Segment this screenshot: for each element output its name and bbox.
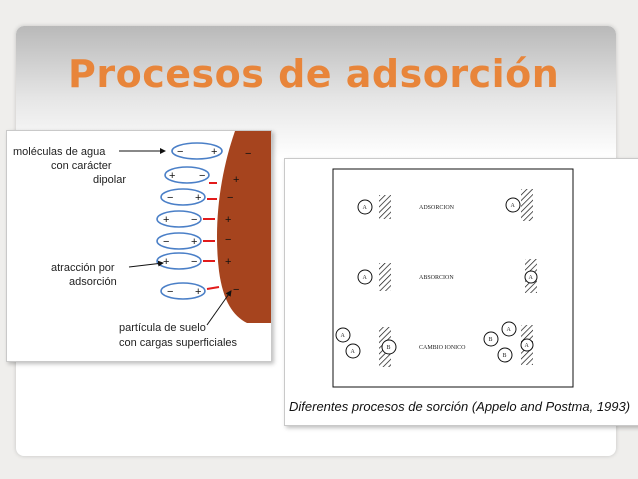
- row-label: ADSORCION: [419, 205, 455, 211]
- diagram-frame: [332, 168, 574, 388]
- particle-label: partícula de suelo: [119, 322, 206, 334]
- molecules-label: con carácter: [51, 160, 112, 172]
- svg-text:A: A: [529, 275, 534, 281]
- svg-text:A: A: [363, 205, 368, 211]
- soil-particle-diagram: − + − + − + − −+ +− −+ +− −+: [13, 131, 271, 349]
- svg-text:+: +: [163, 256, 169, 268]
- charge-sign: −: [227, 192, 233, 204]
- attraction-label: atracción por: [51, 262, 115, 274]
- svg-text:A: A: [351, 349, 356, 355]
- svg-text:A: A: [511, 203, 516, 209]
- water-dipole: −+: [160, 282, 220, 300]
- cambio-ionico-row: A A B CAMBIO IONICO B B A A: [335, 321, 534, 367]
- figure-caption: Diferentes procesos de sorción (Appelo a…: [289, 399, 630, 414]
- sorption-processes-figure: A ADSORCION A A ABSORCION A A A B CAMBI: [284, 158, 638, 426]
- water-dipole: +−: [156, 252, 215, 270]
- charge-sign: +: [225, 214, 231, 226]
- svg-text:−: −: [177, 146, 183, 158]
- slide-title: Procesos de adsorción: [68, 52, 560, 96]
- water-dipole: −+: [160, 188, 217, 206]
- particle-leader-arrow: [206, 290, 232, 326]
- svg-text:+: +: [191, 236, 197, 248]
- svg-text:−: −: [167, 286, 173, 298]
- absorcion-row: A ABSORCION A: [357, 259, 538, 293]
- svg-text:+: +: [163, 214, 169, 226]
- molecules-label: dipolar: [93, 174, 126, 186]
- charge-sign: +: [233, 174, 239, 186]
- svg-text:A: A: [341, 333, 346, 339]
- svg-text:−: −: [191, 256, 197, 268]
- svg-text:B: B: [489, 337, 493, 343]
- svg-text:−: −: [191, 214, 197, 226]
- charge-sign: −: [225, 234, 231, 246]
- adsorcion-row: A ADSORCION A: [357, 189, 533, 221]
- molecules-label: moléculas de agua: [13, 146, 106, 158]
- water-dipole: −+: [171, 142, 223, 160]
- soil-particle-figure: − + − + − + − −+ +− −+ +− −+: [6, 130, 272, 362]
- charge-sign: −: [245, 148, 251, 160]
- charge-sign: +: [225, 256, 231, 268]
- water-dipole: +−: [156, 210, 215, 228]
- svg-text:−: −: [167, 192, 173, 204]
- svg-text:+: +: [195, 192, 201, 204]
- attraction-label: adsorción: [69, 276, 117, 288]
- svg-text:B: B: [387, 345, 391, 351]
- svg-text:A: A: [363, 275, 368, 281]
- particle-label: con cargas superficiales: [119, 337, 238, 349]
- water-dipole: +−: [164, 166, 217, 184]
- svg-text:−: −: [163, 236, 169, 248]
- svg-text:A: A: [525, 343, 530, 349]
- water-dipole: −+: [156, 232, 215, 250]
- svg-text:+: +: [169, 170, 175, 182]
- row-label: CAMBIO IONICO: [419, 345, 466, 351]
- svg-text:A: A: [507, 327, 512, 333]
- charge-sign: −: [233, 284, 239, 296]
- svg-text:−: −: [199, 170, 205, 182]
- sorption-diagram: A ADSORCION A A ABSORCION A A A B CAMBI: [289, 168, 630, 414]
- svg-text:B: B: [503, 353, 507, 359]
- svg-text:+: +: [211, 146, 217, 158]
- soil-particle: [216, 131, 271, 323]
- attraction-leader-arrow: [128, 260, 164, 268]
- row-label: ABSORCION: [419, 275, 454, 281]
- svg-text:+: +: [195, 286, 201, 298]
